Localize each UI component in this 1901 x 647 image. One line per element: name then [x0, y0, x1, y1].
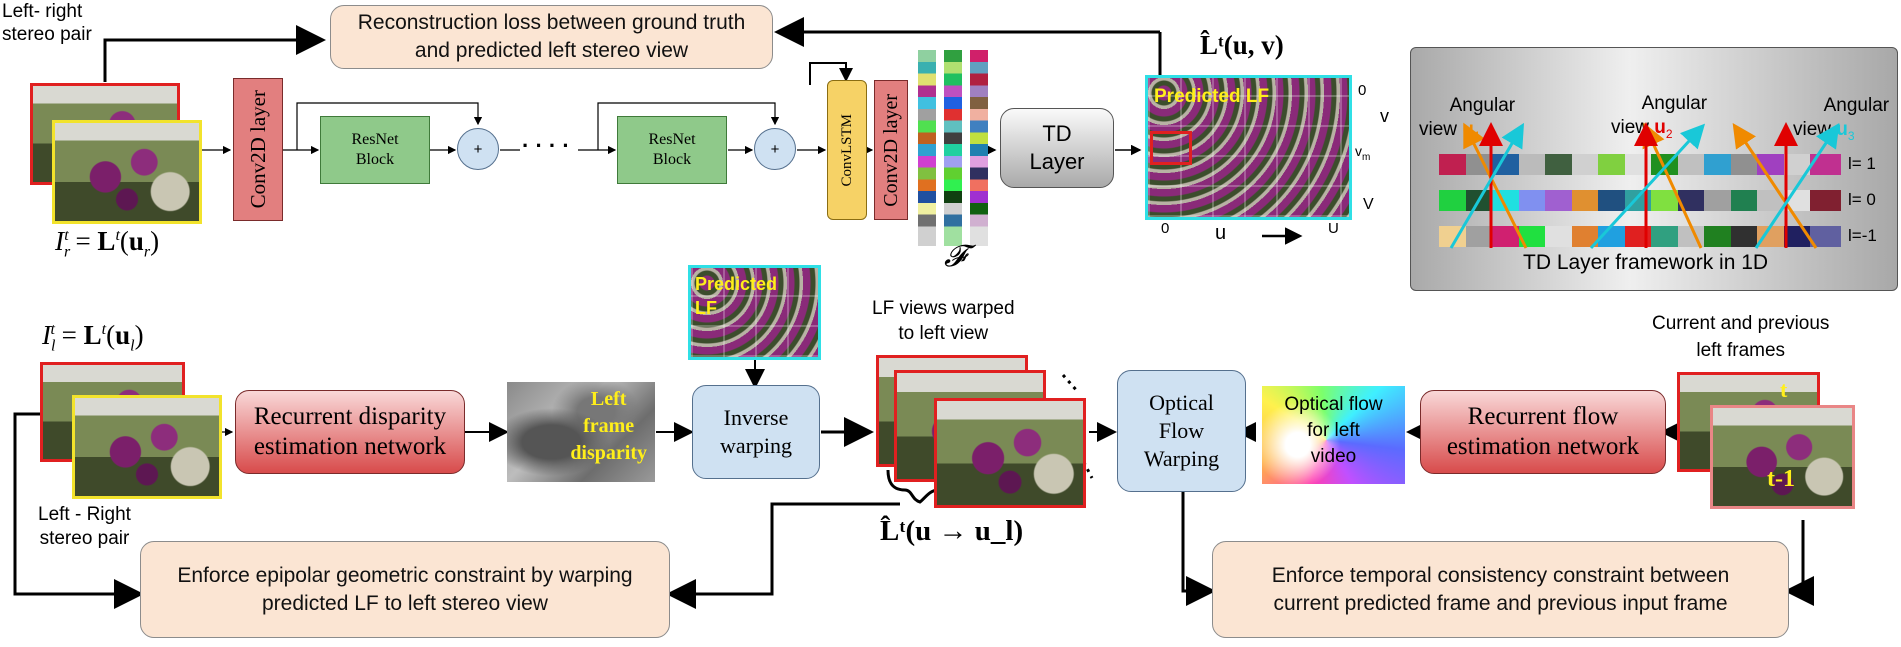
temporal-constraint-text: Enforce temporal consistency constraint …: [1271, 563, 1730, 615]
predicted-lf-small-label: Predicted LF: [695, 274, 778, 318]
resnet-block-1-label: ResNet Block: [351, 131, 399, 168]
predicted-lf-small: Predicted LF: [688, 265, 821, 360]
feature-strip-1: [918, 50, 936, 246]
sum-node-2-label: +: [770, 140, 780, 158]
lf-views-warped-label: LF views warped to left view: [872, 298, 1015, 344]
td-layer-row-0: [1439, 190, 1841, 211]
sum-node-1: +: [457, 128, 499, 170]
warped-view-1: [934, 398, 1086, 508]
chain-ellipsis: · · · ·: [522, 133, 570, 158]
conv2d-layer-2: Conv2D layer: [874, 80, 908, 220]
current-previous-label: Current and previous left frames: [1652, 313, 1830, 361]
epipolar-constraint-box: Enforce epipolar geometric constraint by…: [140, 541, 670, 638]
lf-output-formula: L̂ᵗ(u, v): [1200, 30, 1284, 60]
td-ray-arrows: [1449, 122, 1840, 250]
td-layer-label-neg1: l=-1: [1848, 226, 1877, 245]
td-panel-title: TD Layer framework in 1D: [1523, 251, 1769, 274]
feature-strip-2: [944, 50, 962, 246]
axis-vm-text: v: [1355, 143, 1362, 159]
td-layer-label-0: l= 0: [1848, 190, 1876, 209]
td-view-2-sub: 2: [1665, 126, 1673, 141]
axis-v-max: V: [1363, 196, 1374, 213]
td-layer-box: TD Layer: [1000, 108, 1114, 188]
previous-frame-image: t-1: [1710, 405, 1855, 509]
warped-lf-formula: L̂ᵗ(u → u_l): [880, 515, 1024, 547]
resnet-block-2: ResNet Block: [617, 116, 727, 184]
top-stereo-pair-label: Left- right stereo pair: [2, 1, 92, 45]
optical-flow-map: Optical flow for left video: [1262, 386, 1405, 484]
axis-u-max: U: [1328, 220, 1339, 237]
input-right-formula: Irt = Lt(ur): [55, 226, 160, 261]
current-frame-t-label: t: [1780, 377, 1788, 402]
feature-tensor: [918, 50, 992, 246]
axis-u-label: u: [1215, 222, 1227, 244]
previous-frame-t-1-label: t-1: [1767, 466, 1795, 492]
predicted-lf-grid: Predicted LF: [1145, 75, 1352, 220]
axis-v-zero: 0: [1358, 82, 1367, 99]
optical-flow-warping-label: Optical Flow Warping: [1143, 390, 1220, 471]
left-stereo-image: [52, 120, 202, 224]
temporal-constraint-box: Enforce temporal consistency constraint …: [1212, 541, 1789, 638]
resnet-block-2-label: ResNet Block: [648, 131, 696, 168]
feature-symbol: 𝓕: [944, 240, 967, 273]
left-frame-disparity-map: Left frame disparity: [507, 382, 655, 482]
left-frame-disparity-label: Left frame disparity: [570, 388, 647, 464]
recurrent-disparity-network: Recurrent disparity estimation network: [235, 390, 465, 474]
axis-v-label: v: [1380, 106, 1389, 126]
bottom-stereo-pair-label: Left - Right stereo pair: [38, 504, 131, 549]
recurrent-flow-network: Recurrent flow estimation network: [1420, 390, 1666, 474]
conv2d-layer-1: Conv2D layer: [233, 78, 283, 221]
input-left-formula: Ilt = Lt(ul): [42, 320, 144, 355]
convlstm-label: ConvLSTM: [838, 113, 855, 187]
recurrent-flow-label: Recurrent flow estimation network: [1446, 403, 1640, 460]
td-layer-framework-panel: Angular view u1 Angular view u2 Angular …: [1410, 47, 1898, 291]
td-view-3-sym: u: [1836, 119, 1848, 140]
optical-flow-warping-box: Optical Flow Warping: [1117, 370, 1246, 492]
axis-vm-label: vm: [1355, 143, 1370, 163]
sum-node-2: +: [754, 128, 796, 170]
inverse-warping-label: Inverse warping: [719, 405, 793, 458]
axis-vm-sub: m: [1362, 151, 1371, 163]
epipolar-constraint-text: Enforce epipolar geometric constraint by…: [177, 563, 633, 615]
convlstm-block: ConvLSTM: [827, 80, 867, 220]
inverse-warping-box: Inverse warping: [692, 385, 820, 479]
recurrent-disparity-label: Recurrent disparity estimation network: [253, 403, 447, 460]
reconstruction-loss-box: Reconstruction loss between ground truth…: [330, 5, 773, 69]
reconstruction-loss-text: Reconstruction loss between ground truth…: [357, 11, 746, 62]
conv2d-layer-2-label: Conv2D layer: [879, 93, 902, 207]
resnet-block-1: ResNet Block: [320, 116, 430, 184]
td-layer-row-neg1: [1439, 226, 1841, 247]
axis-u-zero: 0: [1161, 220, 1170, 237]
td-layer-label-1: l= 1: [1848, 154, 1876, 173]
td-layer-label: TD Layer: [1029, 121, 1085, 174]
conv2d-layer-1-label: Conv2D layer: [245, 90, 270, 209]
td-view-1-prefix: Angular view: [1419, 95, 1516, 140]
sub-aperture-highlight: [1150, 131, 1192, 165]
td-view-3-sub: 3: [1847, 128, 1855, 143]
feature-strip-3: [970, 50, 988, 246]
sum-node-1-label: +: [473, 140, 483, 158]
bottom-left-stereo-image: [72, 395, 222, 499]
optical-flow-map-label: Optical flow for left video: [1284, 394, 1383, 467]
predicted-lf-label: Predicted LF: [1154, 86, 1270, 107]
